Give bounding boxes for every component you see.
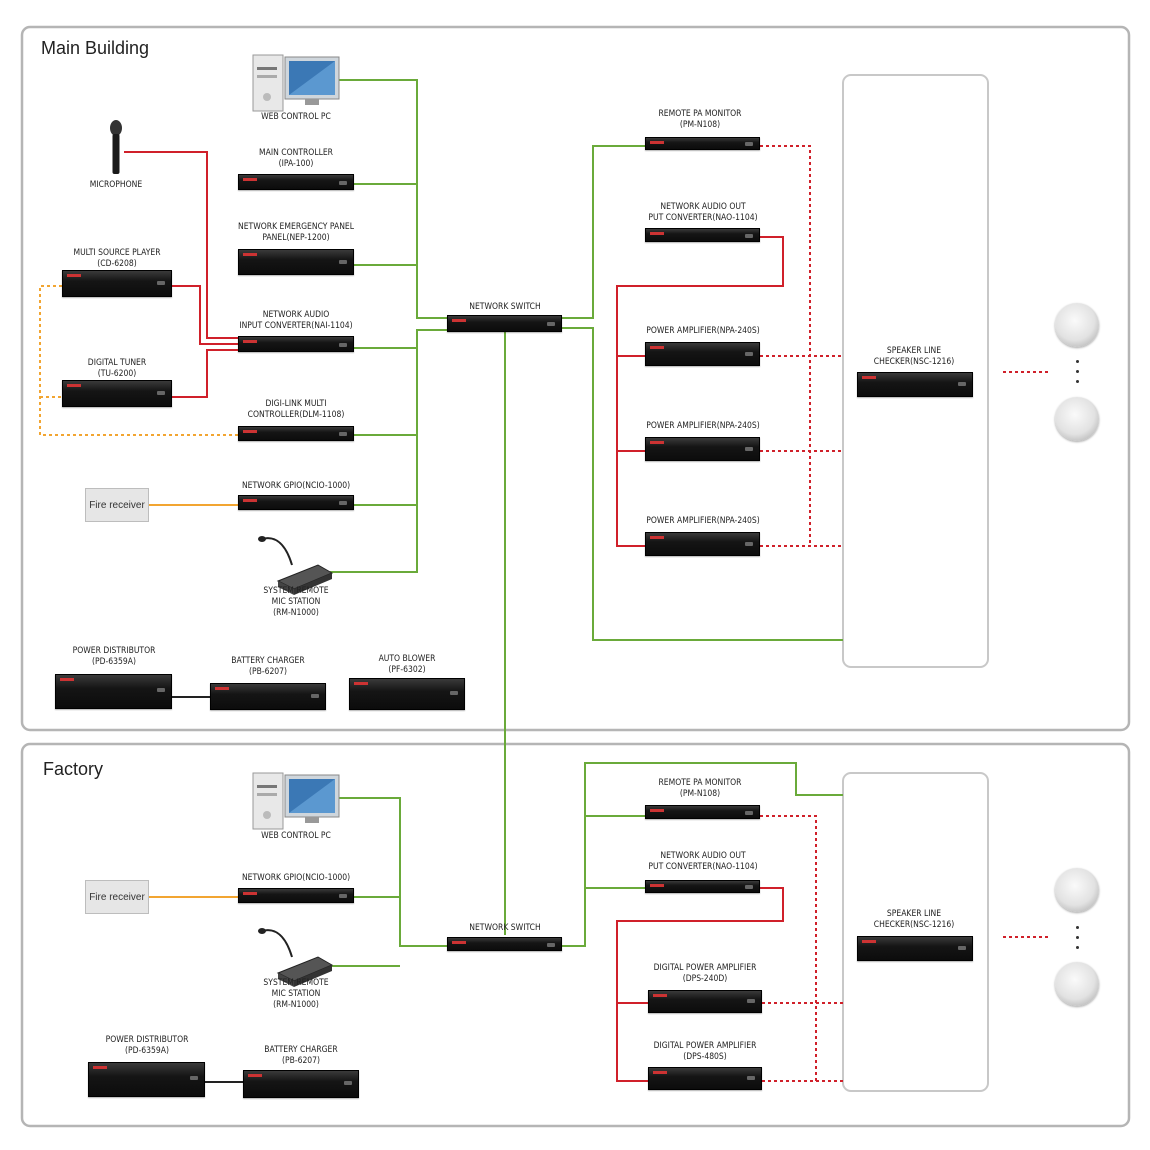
factory-title: Factory <box>43 759 104 779</box>
main-mic-station-label: SYSTEM REMOTE MIC STATION (RM-N1000) <box>263 586 329 618</box>
factory-checker-panel <box>842 772 989 1092</box>
digital-tuner-unit <box>62 380 172 407</box>
factory-battery-label: BATTERY CHARGER (PB-6207) <box>264 1045 338 1066</box>
dps480-label: DIGITAL POWER AMPLIFIER (DPS-480S) <box>653 1041 757 1062</box>
main-checker-label: SPEAKER LINE CHECKER(NSC-1216) <box>873 346 955 367</box>
factory-web-pc-label: WEB CONTROL PC <box>261 831 331 841</box>
main-battery-charger-unit <box>210 683 326 710</box>
factory-battery-charger-unit <box>243 1070 359 1098</box>
emergency-panel-unit <box>238 249 354 275</box>
factory-gpio-label: NETWORK GPIO(NCIO-1000) <box>241 873 351 883</box>
main-battery-label: BATTERY CHARGER (PB-6207) <box>231 656 305 677</box>
amp3-unit <box>645 532 760 556</box>
factory-checker-unit <box>857 936 973 961</box>
amp3-label: POWER AMPLIFIER(NPA-240S) <box>646 516 760 526</box>
main-controller-label: MAIN CONTROLLER (IPA-100) <box>259 148 333 169</box>
factory-pa-monitor-unit <box>645 805 760 819</box>
factory-nao-label: NETWORK AUDIO OUT PUT CONVERTER(NAO-1104… <box>648 851 758 872</box>
amp1-unit <box>645 342 760 366</box>
main-dashed-contact-lines <box>39 285 238 436</box>
main-gpio-label: NETWORK GPIO(NCIO-1000) <box>241 481 351 491</box>
main-checker-panel <box>842 74 989 668</box>
nai-unit <box>238 336 354 352</box>
factory-switch-label: NETWORK SWITCH <box>469 923 541 933</box>
multi-source-label: MULTI SOURCE PLAYER (CD-6208) <box>73 248 161 269</box>
factory-power-distributor-unit <box>88 1062 205 1097</box>
amp1-label: POWER AMPLIFIER(NPA-240S) <box>646 326 760 336</box>
multi-source-player-unit <box>62 270 172 297</box>
factory-mic-station-label: SYSTEM REMOTE MIC STATION (RM-N1000) <box>263 978 329 1010</box>
ellipsis-dot <box>1076 380 1079 383</box>
main-pa-monitor-unit <box>645 137 760 150</box>
factory-pa-monitor-label: REMOTE PA MONITOR (PM-N108) <box>658 778 742 799</box>
main-fire-receiver: Fire receiver <box>85 488 149 522</box>
emergency-panel-label: NETWORK EMERGENCY PANEL PANEL(NEP-1200) <box>238 222 354 243</box>
ellipsis-dot <box>1076 936 1079 939</box>
main-building-title: Main Building <box>41 38 150 58</box>
factory-nao-unit <box>645 880 760 893</box>
main-speaker-bottom-icon <box>1055 397 1099 441</box>
factory-network-switch-unit <box>447 937 562 951</box>
dps240-label: DIGITAL POWER AMPLIFIER (DPS-240D) <box>653 963 757 984</box>
main-speaker-lines <box>760 145 1050 547</box>
main-network-lines <box>330 79 843 935</box>
dps480-unit <box>648 1067 762 1090</box>
ellipsis-dot <box>1076 926 1079 929</box>
auto-blower-unit <box>349 678 465 710</box>
main-nao-unit <box>645 228 760 242</box>
main-switch-label: NETWORK SWITCH <box>469 302 541 312</box>
main-checker-unit <box>857 372 973 397</box>
main-pa-monitor-label: REMOTE PA MONITOR (PM-N108) <box>658 109 742 130</box>
main-gpio-unit <box>238 495 354 510</box>
main-nao-label: NETWORK AUDIO OUT PUT CONVERTER(NAO-1104… <box>648 202 758 223</box>
factory-gpio-unit <box>238 888 354 903</box>
microphone-icon <box>110 120 122 174</box>
main-web-pc-label: WEB CONTROL PC <box>261 112 331 122</box>
main-speaker-top-icon <box>1055 303 1099 347</box>
main-mic-station-icon <box>258 536 334 595</box>
main-power-distributor-unit <box>55 674 172 709</box>
ellipsis-dot <box>1076 370 1079 373</box>
factory-web-pc-icon <box>252 772 340 830</box>
ellipsis-dot <box>1076 946 1079 949</box>
amp2-unit <box>645 437 760 461</box>
tuner-label: DIGITAL TUNER (TU-6200) <box>87 358 147 379</box>
ellipsis-dot <box>1076 360 1079 363</box>
amp2-label: POWER AMPLIFIER(NPA-240S) <box>646 421 760 431</box>
factory-checker-label: SPEAKER LINE CHECKER(NSC-1216) <box>873 909 955 930</box>
factory-audio-lines <box>616 887 784 1082</box>
factory-frame <box>20 742 1131 1128</box>
factory-speaker-lines <box>760 815 1050 1082</box>
factory-speaker-top-icon <box>1055 868 1099 912</box>
main-building-frame <box>20 25 1131 732</box>
dps240-unit <box>648 990 762 1013</box>
main-audio-lines <box>124 151 784 547</box>
main-power-dist-label: POWER DISTRIBUTOR (PD-6359A) <box>72 646 156 667</box>
main-controller-unit <box>238 174 354 190</box>
main-web-pc-icon <box>252 54 340 112</box>
blower-label: AUTO BLOWER (PF-6302) <box>378 654 436 675</box>
dlm-unit <box>238 426 354 441</box>
factory-network-lines <box>330 762 843 967</box>
main-network-switch-unit <box>447 315 562 332</box>
nai-label: NETWORK AUDIO INPUT CONVERTER(NAI-1104) <box>239 310 353 331</box>
factory-power-dist-label: POWER DISTRIBUTOR (PD-6359A) <box>105 1035 189 1056</box>
factory-fire-receiver: Fire receiver <box>85 880 149 914</box>
dlm-label: DIGI-LINK MULTI CONTROLLER(DLM-1108) <box>247 399 345 420</box>
factory-speaker-bottom-icon <box>1055 962 1099 1006</box>
factory-mic-station-icon <box>258 928 334 987</box>
microphone-label: MICROPHONE <box>89 180 143 190</box>
